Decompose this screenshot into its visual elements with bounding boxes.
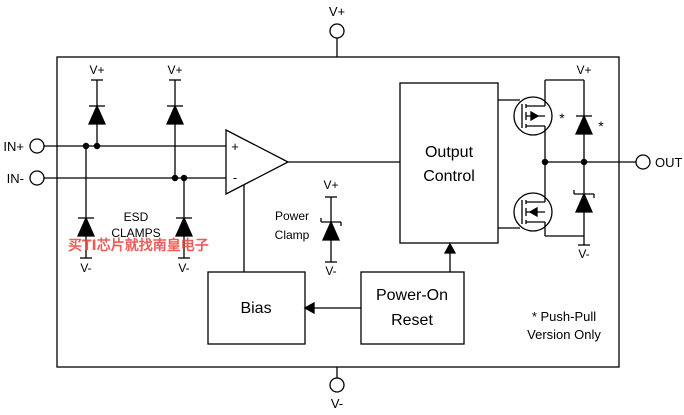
op-amp [225,128,290,196]
vplus-pin [329,23,345,39]
power-clamp-zener [320,218,342,241]
chip-outline [56,56,620,368]
top-supply-label: V+ [329,4,345,19]
power-on-reset-block [360,271,465,345]
esd-vminus-label-2: V- [178,261,189,275]
por-to-bias-arrow [303,301,315,315]
in-minus-label: IN- [7,171,24,186]
watermark-text: 买TI芯片就找南皇电子 [68,237,209,254]
output-vplus-label: V+ [576,63,591,77]
output-control-label-line2: Control [423,168,475,185]
diode-star-marker: * [598,118,604,134]
in-plus-label: IN+ [3,139,24,154]
esd-diode-in-plus-low [76,216,96,237]
bottom-supply-label: V- [331,396,343,411]
output-zener-low [573,190,595,213]
output-control-block [399,82,499,244]
esd-diode-in-plus-high [87,104,107,125]
out-pin [635,154,651,170]
pmos-transistor [513,96,553,136]
power-clamp-vplus-label: V+ [323,178,338,192]
output-control-label-line1: Output [425,144,474,161]
esd-vplus-label-2: V+ [167,63,182,77]
esd-diode-in-minus-low [174,216,194,237]
esd-vplus-label-1: V+ [89,63,104,77]
por-to-output-arrow [443,242,457,254]
output-diode-high [574,114,594,135]
in-minus-pin [29,170,45,186]
power-clamp-label-line1: Power [275,209,309,223]
opamp-plus-sign: + [231,139,239,154]
esd-diode-in-minus-high [165,104,185,125]
output-vminus-label: V- [578,247,589,261]
power-clamp-label-line2: Clamp [275,228,310,242]
vminus-pin [329,377,345,393]
note-line2: Version Only [527,327,601,342]
power-clamp-vminus-label: V- [325,264,336,278]
por-label-line1: Power-On [376,287,448,304]
fet-star-marker: * [559,110,565,126]
bias-label: Bias [240,300,271,317]
por-label-line2: Reset [391,312,433,329]
nmos-arrow [528,206,538,218]
esd-vminus-label-1: V- [80,261,91,275]
opamp-minus-sign: - [233,170,237,185]
note-line1: * Push-Pull [532,309,596,324]
esd-label-line1: ESD [124,210,149,224]
esd-label-line2: CLAMPS [111,226,160,240]
out-label: OUT [655,155,683,170]
pmos-arrow [530,110,540,122]
in-plus-pin [29,138,45,154]
